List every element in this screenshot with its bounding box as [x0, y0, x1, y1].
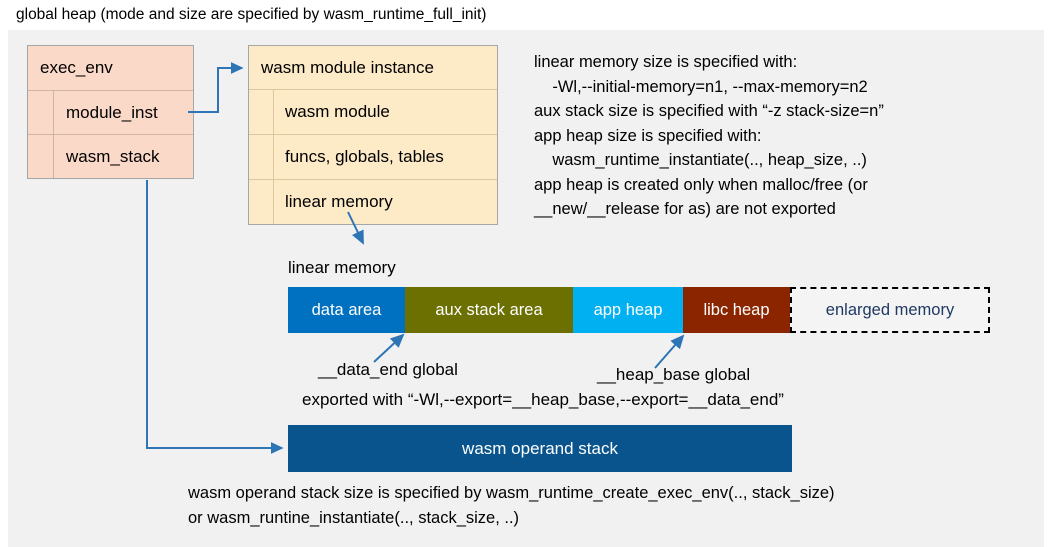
memory-segment-aux-stack-area: aux stack area — [405, 287, 573, 333]
module-instance-field-funcs-globals-tables: funcs, globals, tables — [249, 135, 497, 180]
page-title: global heap (mode and size are specified… — [16, 6, 487, 23]
memory-segment-libc-heap: libc heap — [683, 287, 790, 333]
exec-env-field-module-inst: module_inst — [28, 91, 193, 135]
annotation-data-end: __data_end global — [318, 360, 458, 379]
module-instance-field-linear-memory: linear memory — [249, 180, 497, 224]
memory-segment-enlarged-memory: enlarged memory — [790, 287, 990, 333]
module-instance-header: wasm module instance — [249, 46, 497, 90]
operand-stack-notes: wasm operand stack size is specified by … — [188, 484, 835, 527]
annotation-heap-base: __heap_base global — [597, 365, 751, 384]
memory-segment-app-heap: app heap — [573, 287, 683, 333]
module-instance-field-wasm-module: wasm module — [249, 90, 497, 135]
linear-memory-notes: linear memory size is specified with: -W… — [534, 53, 884, 218]
memory-segment-data-area: data area — [288, 287, 405, 333]
exec-env-box: exec_env module_inst wasm_stack — [27, 45, 194, 179]
annotation-exported: exported with “-Wl,--export=__heap_base,… — [302, 390, 784, 409]
exec-env-field-wasm-stack: wasm_stack — [28, 135, 193, 178]
wasm-module-instance-box: wasm module instance wasm module funcs, … — [248, 45, 498, 225]
linear-memory-caption: linear memory — [288, 258, 396, 277]
wasm-operand-stack-bar: wasm operand stack — [288, 425, 792, 472]
exec-env-header: exec_env — [28, 46, 193, 91]
